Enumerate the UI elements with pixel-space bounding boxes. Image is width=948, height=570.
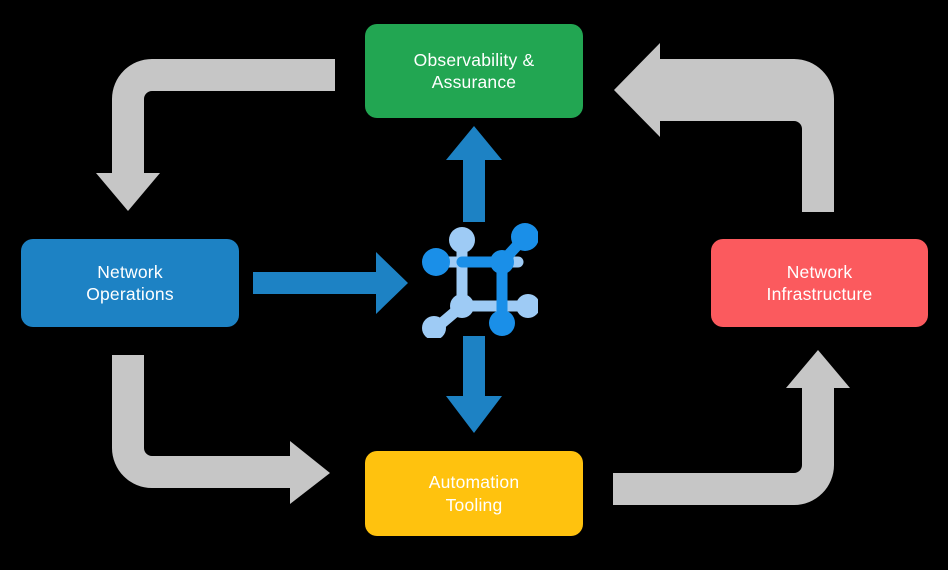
box-observability-line1: Observability &	[413, 49, 535, 70]
arrow-automation-to-infrastructure	[613, 350, 850, 505]
network-icon-links	[430, 232, 534, 334]
arrow-observability-to-operations	[96, 59, 335, 211]
arrow-center-to-observability	[446, 126, 502, 222]
arrow-infrastructure-to-observability	[614, 43, 834, 212]
box-operations-line2: Operations	[86, 284, 174, 304]
box-observability-line2: Assurance	[431, 72, 517, 92]
box-infrastructure-line2: Infrastructure	[766, 284, 873, 304]
box-observability[interactable]: Observability &Assurance	[365, 24, 583, 118]
network-icon-nodes	[422, 223, 538, 338]
arrow-center-to-automation	[446, 336, 502, 433]
box-automation-line1: Automation	[428, 472, 520, 493]
network-topology-icon	[422, 223, 538, 338]
box-infrastructure-line1: Network	[786, 261, 853, 282]
box-observability-label: Observability &Assurance	[394, 49, 555, 94]
box-automation-line2: Tooling	[445, 494, 503, 515]
box-operations-line1: Network	[97, 261, 163, 282]
arrow-operations-to-automation	[112, 355, 330, 504]
arrow-operations-to-center	[253, 252, 408, 314]
